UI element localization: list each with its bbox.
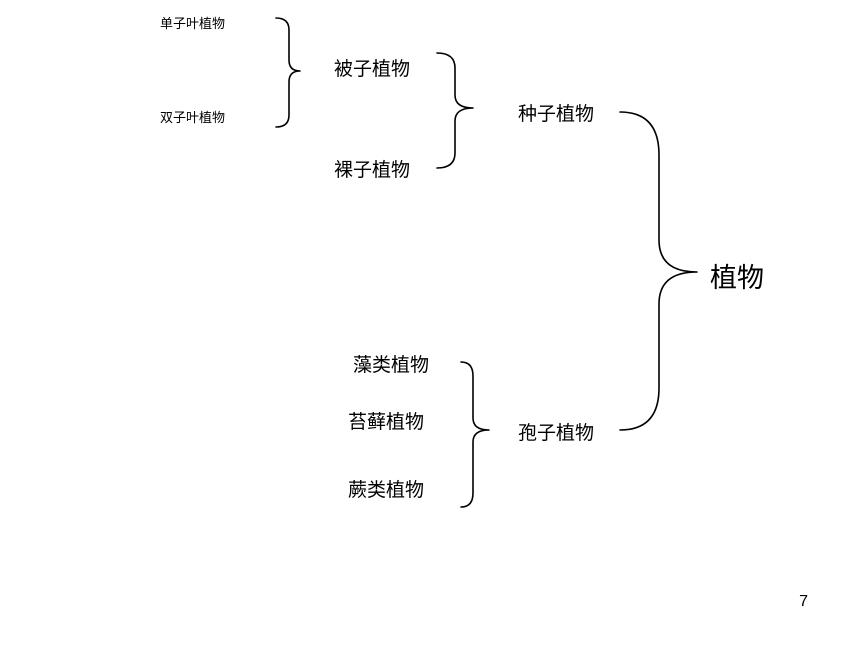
gymnosperms-label: 裸子植物: [334, 159, 411, 181]
angiosperms-label: 被子植物: [334, 58, 411, 80]
brace-plant-classes: [619, 111, 698, 431]
dicots-label: 双子叶植物: [160, 111, 226, 126]
spore-plants-label: 孢子植物: [518, 422, 595, 444]
brace-angiosperm-subclasses: [275, 17, 301, 128]
bryophytes-label: 苔藓植物: [348, 411, 425, 433]
page-number: 7: [799, 593, 808, 610]
brace-seed-plant-subclasses: [436, 52, 474, 169]
monocots-label: 单子叶植物: [160, 17, 226, 32]
seed-plants-label: 种子植物: [518, 103, 595, 125]
ferns-label: 蕨类植物: [348, 479, 425, 501]
plants-root-label: 植物: [710, 263, 764, 294]
algae-label: 藻类植物: [353, 354, 430, 376]
brace-spore-plant-subclasses: [460, 361, 490, 508]
